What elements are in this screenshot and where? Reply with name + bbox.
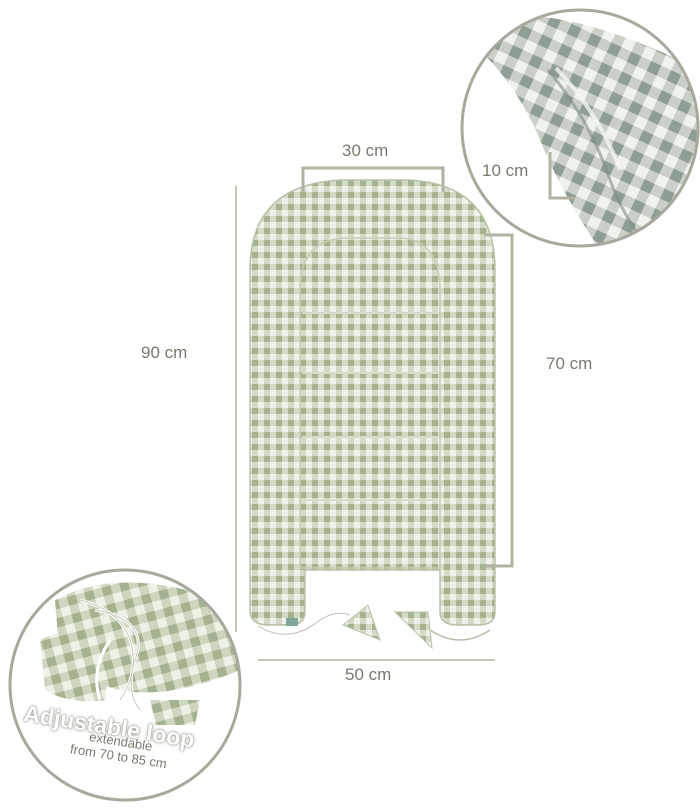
full-length-label: 90 cm: [141, 343, 188, 362]
side-height-label: 10 cm: [482, 161, 529, 180]
baby-nest: [249, 179, 496, 650]
side-height-callout: [460, 8, 700, 248]
adjustable-loop-callout: [8, 568, 242, 802]
top-width-label: 30 cm: [342, 141, 389, 160]
bottom-width-label: 50 cm: [345, 665, 392, 684]
dimension-lines: [235, 166, 514, 661]
inner-length-label: 70 cm: [546, 354, 593, 373]
